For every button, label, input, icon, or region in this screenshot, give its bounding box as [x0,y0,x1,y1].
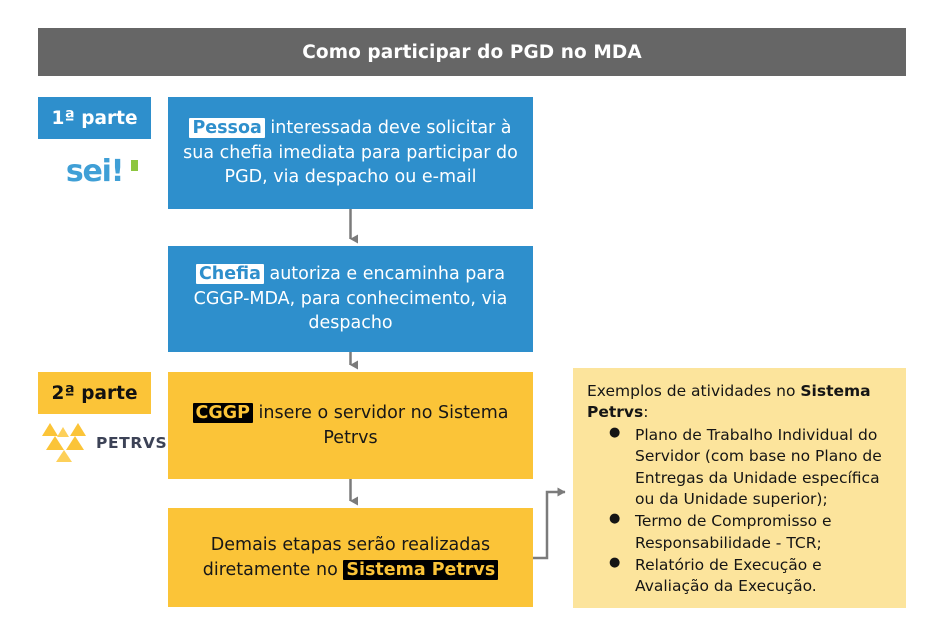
sei-logo-text: sei [65,154,112,189]
badge-parte-2: 2ª parte [38,372,151,414]
list-item: Relatório de Execução e Avaliação da Exe… [609,554,892,598]
badge-parte-2-label: 2ª parte [51,382,138,404]
list-item: Termo de Compromisso e Responsabilidade … [609,510,892,554]
petrvs-triangles-icon [42,423,88,463]
flow-step-2-rest: autoriza e encaminha para CGGP-MDA, para… [193,263,508,334]
flow-step-3-rest: insere o servidor no Sistema Petrvs [252,402,509,448]
header-bar: Como participar do PGD no MDA [38,28,906,76]
info-panel-intro-prefix: Exemplos de atividades no [587,382,801,400]
petrvs-logo-label: PETRVS [96,434,168,452]
page-title: Como participar do PGD no MDA [302,41,642,63]
flow-step-3: CGGP insere o servidor no Sistema Petrvs [168,372,533,479]
flow-step-1-text: Pessoa interessada deve solicitar à sua … [182,116,519,191]
badge-parte-1-label: 1ª parte [51,107,138,129]
info-panel-intro-strong: Sistema Petrvs [587,382,871,422]
info-panel-intro-suffix: : [643,403,649,422]
sei-logo: sei! [38,152,151,192]
flow-step-3-highlight: CGGP [192,402,253,423]
list-item: Plano de Trabalho Individual do Servidor… [609,424,892,511]
flow-step-4-pre: Demais etapas serão realizadas diretamen… [202,534,491,580]
sei-logo-green-accent [131,160,139,171]
connector-step4-info-panel [533,487,566,560]
flow-step-2-highlight: Chefia [195,263,264,284]
flow-step-4: Demais etapas serão realizadas diretamen… [168,508,533,607]
flow-step-1-highlight: Pessoa [189,117,265,138]
sei-logo-wordmark: sei! [65,154,139,189]
info-panel-intro: Exemplos de atividades no Sistema Petrvs… [587,381,892,424]
sei-logo-exclamation: ! [111,157,139,187]
flow-step-4-text: Demais etapas serão realizadas diretamen… [182,533,519,583]
info-panel: Exemplos de atividades no Sistema Petrvs… [573,368,906,608]
flow-step-2: Chefia autoriza e encaminha para CGGP-MD… [168,246,533,352]
flow-step-2-text: Chefia autoriza e encaminha para CGGP-MD… [182,262,519,337]
petrvs-logo: PETRVS [42,422,167,464]
flow-step-3-text: CGGP insere o servidor no Sistema Petrvs [182,401,519,451]
flow-step-4-highlight: Sistema Petrvs [343,559,499,580]
flow-step-1-rest: interessada deve solicitar à sua chefia … [183,117,518,188]
badge-parte-1: 1ª parte [38,97,151,139]
info-panel-list: Plano de Trabalho Individual do Servidor… [587,424,892,598]
flow-step-1: Pessoa interessada deve solicitar à sua … [168,97,533,209]
